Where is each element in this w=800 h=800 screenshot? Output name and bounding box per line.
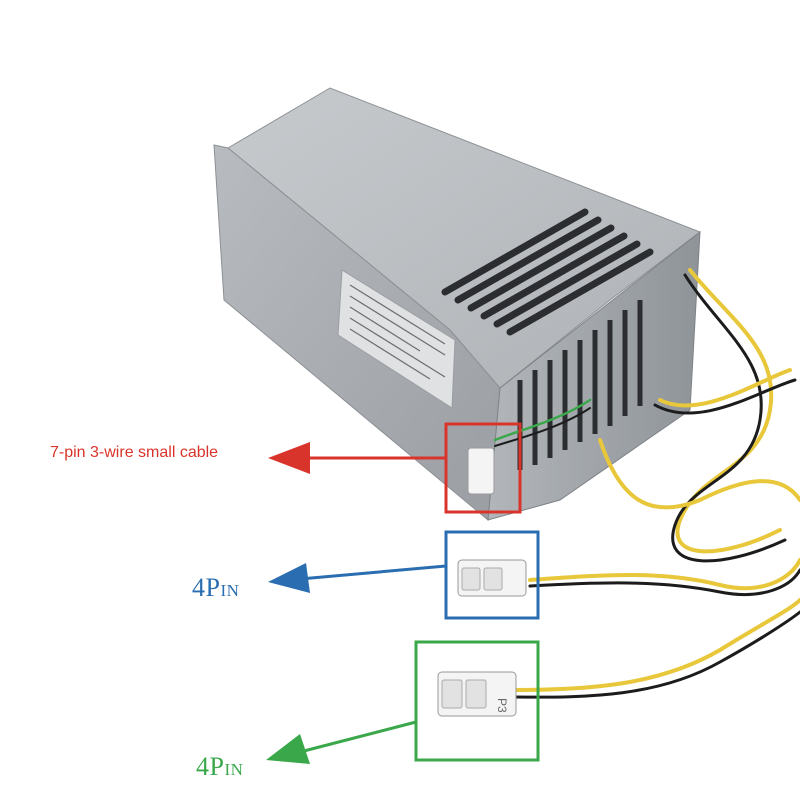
small-7pin-connector bbox=[467, 447, 495, 495]
blue-arrowhead bbox=[268, 563, 310, 593]
red-highlight-box bbox=[444, 422, 522, 514]
spec-label-sticker bbox=[337, 269, 456, 409]
green-arrow-line bbox=[299, 720, 417, 754]
blue-callout-label: 4PIN bbox=[192, 573, 239, 603]
top-vent-grille bbox=[441, 208, 654, 336]
blue-arrow-line bbox=[299, 564, 447, 581]
connector-marking: P3 bbox=[495, 698, 509, 713]
blue-highlight-box bbox=[444, 530, 540, 620]
green-callout-label: 4PIN bbox=[196, 752, 243, 782]
wire-bundle bbox=[493, 268, 800, 699]
red-callout-label: 7-pin 3-wire small cable bbox=[50, 444, 219, 461]
green-label-small: IN bbox=[224, 760, 244, 779]
green-highlight-box bbox=[414, 640, 540, 762]
4pin-connector-upper bbox=[457, 559, 527, 597]
4pin-connector-lower: P3 bbox=[437, 671, 517, 717]
red-arrowhead bbox=[268, 442, 310, 474]
green-label-main: 4P bbox=[196, 752, 225, 781]
blue-label-small: IN bbox=[220, 581, 240, 600]
blue-label-main: 4P bbox=[192, 573, 221, 602]
spec-label-lines bbox=[349, 284, 446, 380]
green-arrowhead bbox=[266, 734, 310, 764]
